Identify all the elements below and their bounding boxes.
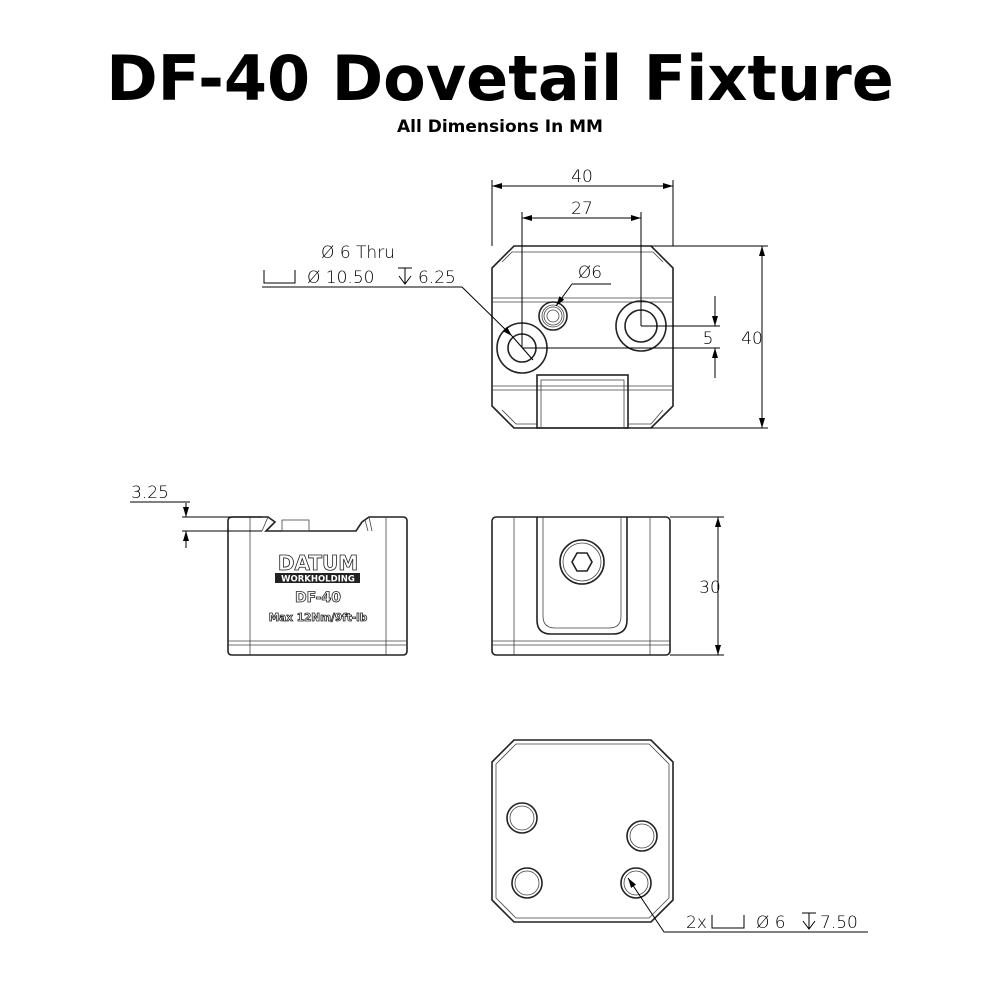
dim-dovetail-depth: 3.25 (131, 483, 169, 503)
depth-icon (802, 912, 816, 930)
dim-front-height: 30 (699, 578, 721, 598)
drawing-subtitle: All Dimensions In MM (397, 117, 603, 137)
dim-small-hole: Ø6 (578, 263, 602, 283)
dim-hole-spacing: 27 (571, 199, 593, 219)
counterbore-icon (263, 270, 296, 284)
dim-counterbore-depth: 6.25 (418, 268, 456, 288)
dim-thru-hole: Ø 6 Thru (321, 243, 395, 263)
front-view: 30 (491, 516, 724, 656)
dim-bottom-depth: 7.50 (820, 913, 858, 933)
side-view: DATUM WORKHOLDING DF-40 Max 12Nm/9ft-lb … (130, 483, 408, 656)
depth-icon (398, 267, 412, 285)
dim-hole-offset: 5 (703, 329, 714, 349)
dim-top-width: 40 (571, 167, 593, 187)
engraving-brand-sub: WORKHOLDING (281, 575, 355, 585)
dim-bottom-count: 2x (686, 913, 707, 933)
drawing-title: DF-40 Dovetail Fixture (106, 42, 894, 115)
hex-socket-icon (571, 552, 593, 572)
bottom-view: 2x Ø 6 7.50 (491, 739, 868, 933)
dim-top-height: 40 (741, 329, 763, 349)
engraving-brand: DATUM (278, 551, 358, 575)
engraving-model: DF-40 (295, 590, 341, 606)
dim-bottom-dia: Ø 6 (756, 913, 786, 933)
counterbore-icon (711, 915, 745, 929)
dim-counterbore-dia: Ø 10.50 (307, 268, 374, 288)
engraving-torque: Max 12Nm/9ft-lb (269, 612, 368, 624)
top-view: 40 27 40 5 Ø6 Ø 6 Thru Ø 10.50 6.25 (262, 167, 768, 429)
